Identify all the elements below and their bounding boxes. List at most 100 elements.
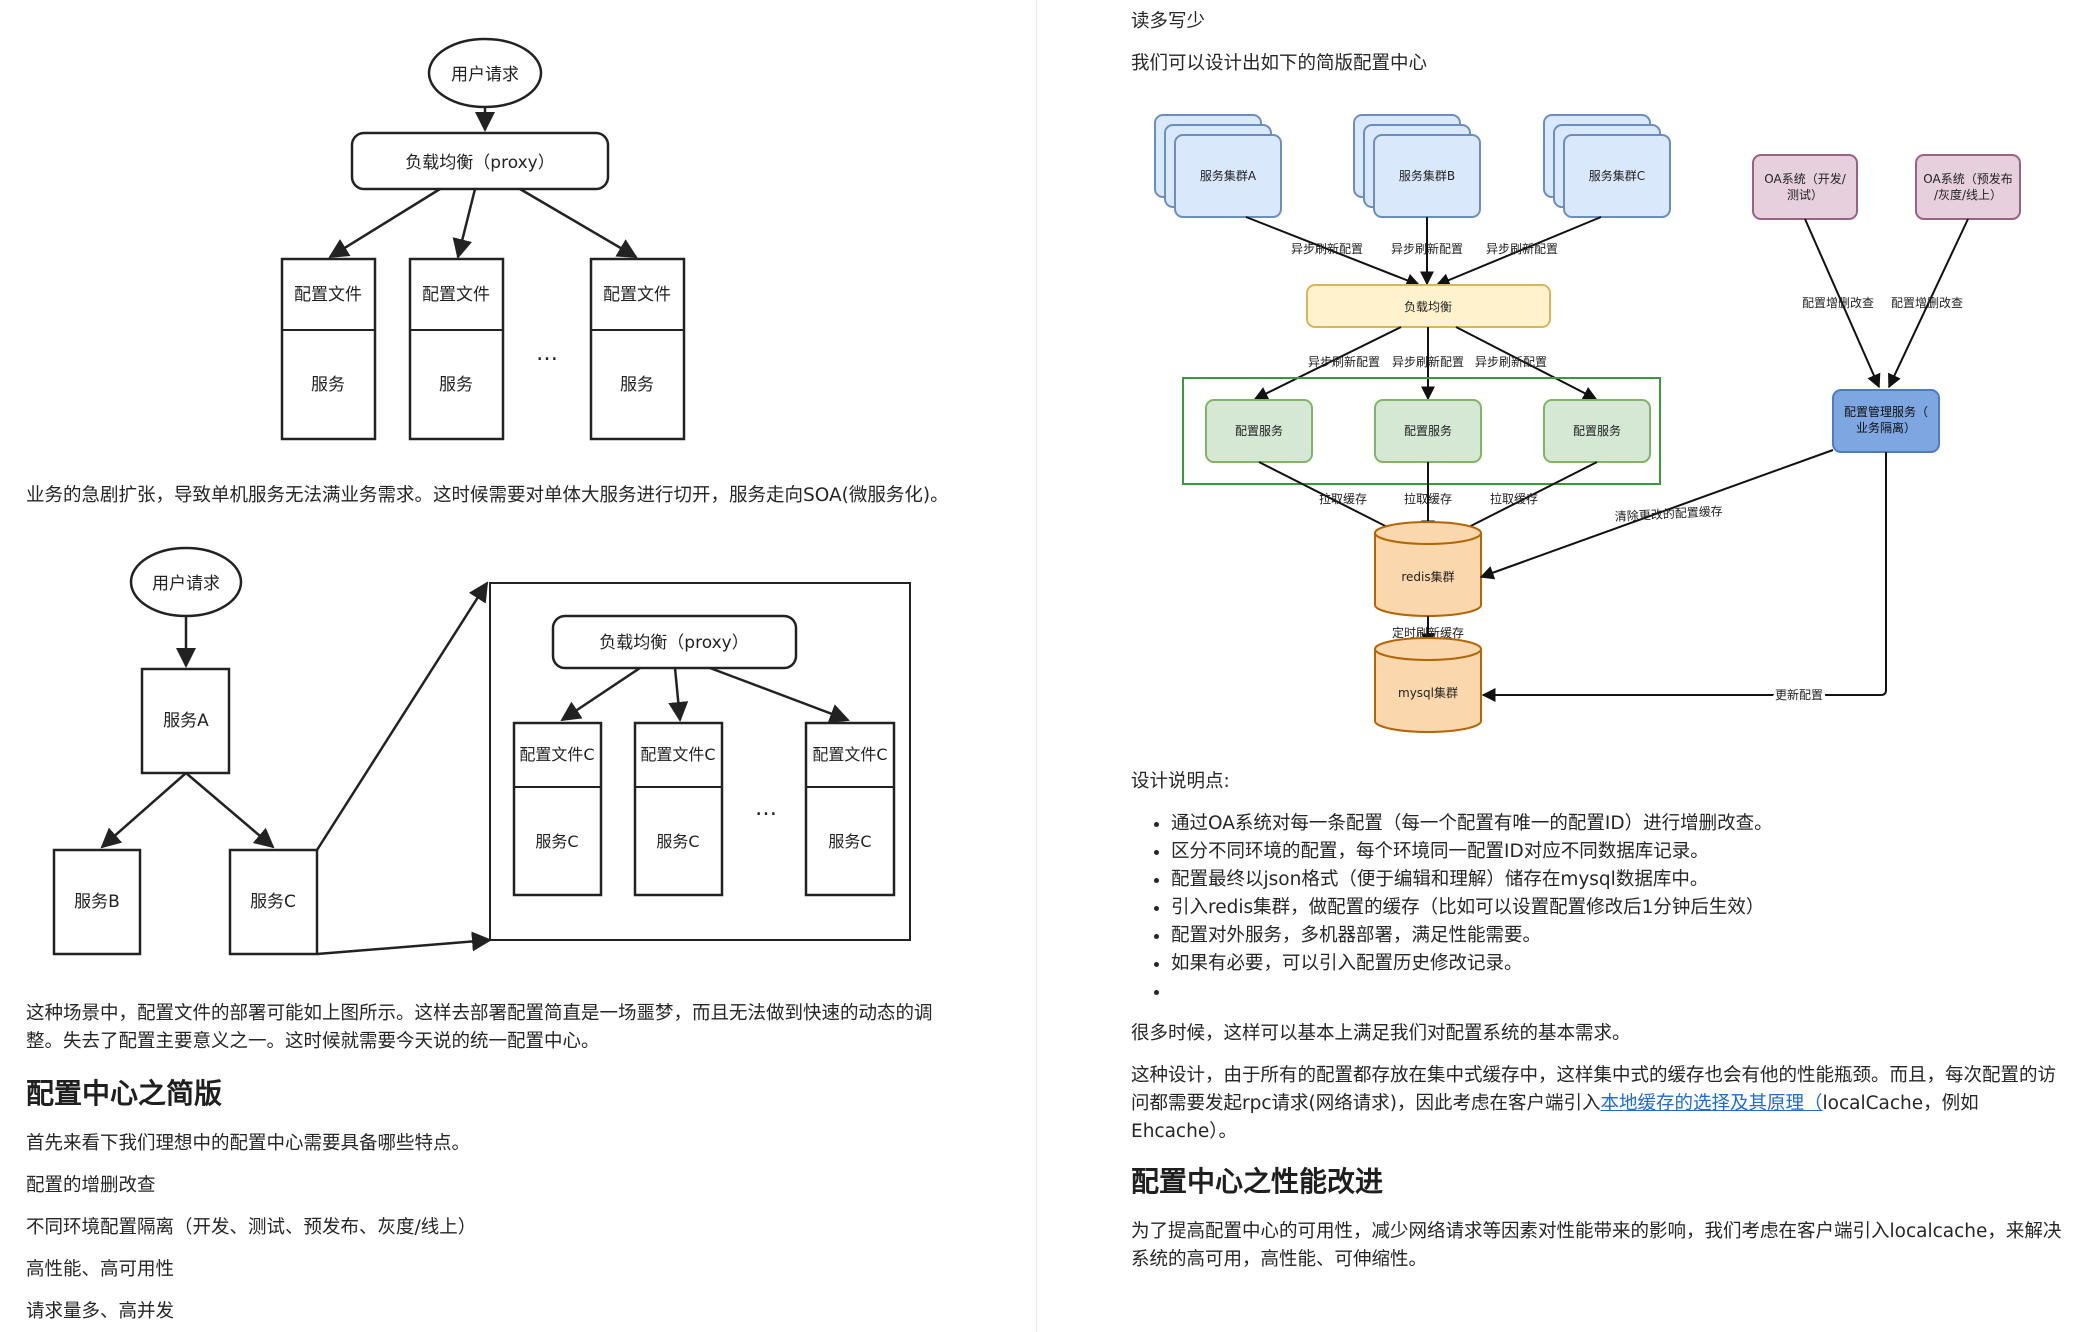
para-design-line2-post: localCache，例如 <box>1822 1093 1979 1114</box>
svg-text:业务隔离）: 业务隔离） <box>1856 420 1916 435</box>
config-c-box-1: 配置文件C 服务C <box>512 721 603 897</box>
para-design-line2: 问都需要发起rpc请求(网络请求)，因此考虑在客户端引入本地缓存的选择及其原理（… <box>1131 1090 1979 1118</box>
para-design-line3: Ehcache）。 <box>1131 1121 1237 1142</box>
svg-text:配置文件C: 配置文件C <box>812 745 887 764</box>
svg-text:服务: 服务 <box>620 375 654 395</box>
column-divider <box>1036 0 1037 1332</box>
design-note-oa-crud: 通过OA系统对每一条配置（每一个配置有唯一的配置ID）进行增删改查。 <box>1171 810 1773 838</box>
svg-text:配置文件C: 配置文件C <box>519 745 594 764</box>
para-design-line1: 这种设计，由于所有的配置都存放在集中式缓存中，这样集中式的缓存也会有他的性能瓶颈… <box>1131 1065 2057 1086</box>
mysql-cluster-node: mysql集群 <box>1374 637 1482 733</box>
diagram-soa-config: 用户请求 服务A 服务B 服务C 负载均衡（proxy） 配置文件C 服务C 配… <box>52 546 911 956</box>
svg-text:异步刷新配置: 异步刷新配置 <box>1392 354 1464 369</box>
svg-text:配置服务: 配置服务 <box>1235 423 1283 438</box>
design-note-json: 配置最终以json格式（便于编辑和理解）储存在mysql数据库中。 <box>1171 866 1773 894</box>
service-cluster-a: 服务集群A <box>1154 114 1282 218</box>
svg-text:服务B: 服务B <box>74 892 120 912</box>
proxy-label: 负载均衡（proxy） <box>405 153 554 173</box>
oa-system-dev: OA系统（开发/ 测试） <box>1752 154 1858 220</box>
svg-text:清除更改的配置缓存: 清除更改的配置缓存 <box>1614 503 1723 524</box>
config-management-service: 配置管理服务（ 业务隔离） <box>1832 389 1940 453</box>
heading-performance: 配置中心之性能改进 <box>1131 1165 1384 1198</box>
svg-text:服务集群B: 服务集群B <box>1399 168 1455 183</box>
svg-text:服务C: 服务C <box>535 832 578 851</box>
design-notes-list: 通过OA系统对每一条配置（每一个配置有唯一的配置ID）进行增删改查。 区分不同环… <box>1131 810 1773 1006</box>
para-basic: 很多时候，这样可以基本上满足我们对配置系统的基本需求。 <box>1131 1023 1631 1044</box>
svg-text:服务A: 服务A <box>163 711 209 731</box>
config-service-2: 配置服务 <box>1374 399 1482 463</box>
svg-text:异步刷新配置: 异步刷新配置 <box>1391 241 1463 256</box>
config-service-box-1: 配置文件 服务 <box>280 257 377 441</box>
svg-text:OA系统（预发布: OA系统（预发布 <box>1923 171 2012 186</box>
svg-text:服务集群C: 服务集群C <box>1589 168 1645 183</box>
user-request-label: 用户请求 <box>451 65 519 85</box>
para-scene-line2: 整。失去了配置主要意义之一。这时候就需要今天说的统一配置中心。 <box>26 1031 600 1052</box>
para-design-line2-pre: 问都需要发起rpc请求(网络请求)，因此考虑在客户端引入 <box>1131 1093 1601 1114</box>
local-cache-link[interactable]: 本地缓存的选择及其原理（ <box>1600 1093 1823 1114</box>
proxy-node-2 <box>551 614 798 670</box>
svg-text:定时刷新缓存: 定时刷新缓存 <box>1392 625 1464 640</box>
svg-text:配置文件: 配置文件 <box>603 285 671 305</box>
diagram-config-center-architecture: 服务集群A 服务集群B 服务集群C OA系统（开发/ 测试） OA系统（预发布 … <box>1131 85 2051 745</box>
svg-text:负载均衡（proxy）: 负载均衡（proxy） <box>599 633 748 653</box>
svg-text:拉取缓存: 拉取缓存 <box>1319 491 1367 506</box>
design-note-history: 如果有必要，可以引入配置历史修改记录。 <box>1171 950 1773 978</box>
svg-text:配置文件: 配置文件 <box>422 285 490 305</box>
svg-text:mysql集群: mysql集群 <box>1398 685 1458 700</box>
service-c-node <box>228 848 319 956</box>
svg-text:异步刷新配置: 异步刷新配置 <box>1308 354 1380 369</box>
design-note-empty <box>1171 978 1773 1006</box>
svg-text:配置增删改查: 配置增删改查 <box>1802 296 1874 310</box>
svg-text:服务: 服务 <box>311 375 345 395</box>
svg-text:OA系统（开发/: OA系统（开发/ <box>1764 171 1846 186</box>
service-cluster-b: 服务集群B <box>1353 114 1481 218</box>
svg-text:负载均衡: 负载均衡 <box>1404 300 1452 314</box>
svg-text:测试）: 测试） <box>1787 187 1823 202</box>
svg-text:拉取缓存: 拉取缓存 <box>1490 491 1538 506</box>
svg-text:异步刷新配置: 异步刷新配置 <box>1291 241 1363 256</box>
feature-performance: 高性能、高可用性 <box>26 1259 175 1280</box>
svg-text:配置文件C: 配置文件C <box>640 745 715 764</box>
design-intro: 我们可以设计出如下的简版配置中心 <box>1131 53 1428 74</box>
config-service-3: 配置服务 <box>1543 399 1651 463</box>
svg-text:服务集群A: 服务集群A <box>1200 168 1257 183</box>
svg-text:异步刷新配置: 异步刷新配置 <box>1486 241 1558 256</box>
svg-text:服务C: 服务C <box>250 892 296 912</box>
config-c-box-3: 配置文件C 服务C <box>804 721 896 897</box>
svg-text:配置文件: 配置文件 <box>294 285 362 305</box>
config-service-box-3: 配置文件 服务 <box>589 257 686 441</box>
read-more-write-less: 读多写少 <box>1131 11 1206 32</box>
svg-text:用户请求: 用户请求 <box>152 574 220 594</box>
svg-text:配置服务: 配置服务 <box>1573 423 1621 438</box>
service-cluster-c: 服务集群C <box>1543 114 1671 218</box>
svg-text:拉取缓存: 拉取缓存 <box>1404 491 1452 506</box>
design-note-redis: 引入redis集群，做配置的缓存（比如可以设置配置修改后1分钟后生效） <box>1171 894 1773 922</box>
design-notes-title: 设计说明点: <box>1131 771 1230 792</box>
oa-system-prod: OA系统（预发布 /灰度/线上） <box>1915 154 2021 220</box>
para-scene-line1: 这种场景中，配置文件的部署可能如上图所示。这样去部署配置简直是一场噩梦，而且无法… <box>26 1003 933 1024</box>
feature-env-isolation: 不同环境配置隔离（开发、测试、预发布、灰度/线上） <box>26 1217 477 1238</box>
svg-text:服务: 服务 <box>439 375 473 395</box>
heading-simple-version: 配置中心之简版 <box>26 1077 223 1110</box>
design-note-env: 区分不同环境的配置，每个环境同一配置ID对应不同数据库记录。 <box>1171 838 1773 866</box>
para-perf-line2: 系统的高可用，高性能、可伸缩性。 <box>1131 1249 1428 1270</box>
config-c-box-2: 配置文件C 服务C <box>633 721 724 897</box>
svg-text:服务C: 服务C <box>656 832 699 851</box>
svg-text:/灰度/线上）: /灰度/线上） <box>1934 187 2002 202</box>
feature-concurrency: 请求量多、高并发 <box>26 1301 175 1322</box>
design-note-deploy: 配置对外服务，多机器部署，满足性能需要。 <box>1171 922 1773 950</box>
svg-text:异步刷新配置: 异步刷新配置 <box>1475 354 1547 369</box>
para-soa: 业务的急剧扩张，导致单机服务无法满业务需求。这时候需要对单体大服务进行切开，服务… <box>26 485 949 506</box>
svg-text:更新配置: 更新配置 <box>1775 687 1823 702</box>
svg-text:redis集群: redis集群 <box>1401 569 1454 584</box>
para-first: 首先来看下我们理想中的配置中心需要具备哪些特点。 <box>26 1133 471 1154</box>
service-b-node <box>52 848 142 956</box>
ellipsis: … <box>536 341 558 366</box>
svg-text:配置增删改查: 配置增删改查 <box>1891 296 1963 310</box>
service-a-node <box>140 667 231 775</box>
svg-text:服务C: 服务C <box>828 832 871 851</box>
diagram-monolith-config: 用户请求 负载均衡（proxy） 配置文件 服务 配置文件 服务 … 配置文件 … <box>280 37 686 441</box>
para-perf-line1: 为了提高配置中心的可用性，减少网络请求等因素对性能带来的影响，我们考虑在客户端引… <box>1131 1221 2062 1242</box>
config-service-box-2: 配置文件 服务 <box>408 257 505 441</box>
feature-crud: 配置的增删改查 <box>26 1175 156 1196</box>
